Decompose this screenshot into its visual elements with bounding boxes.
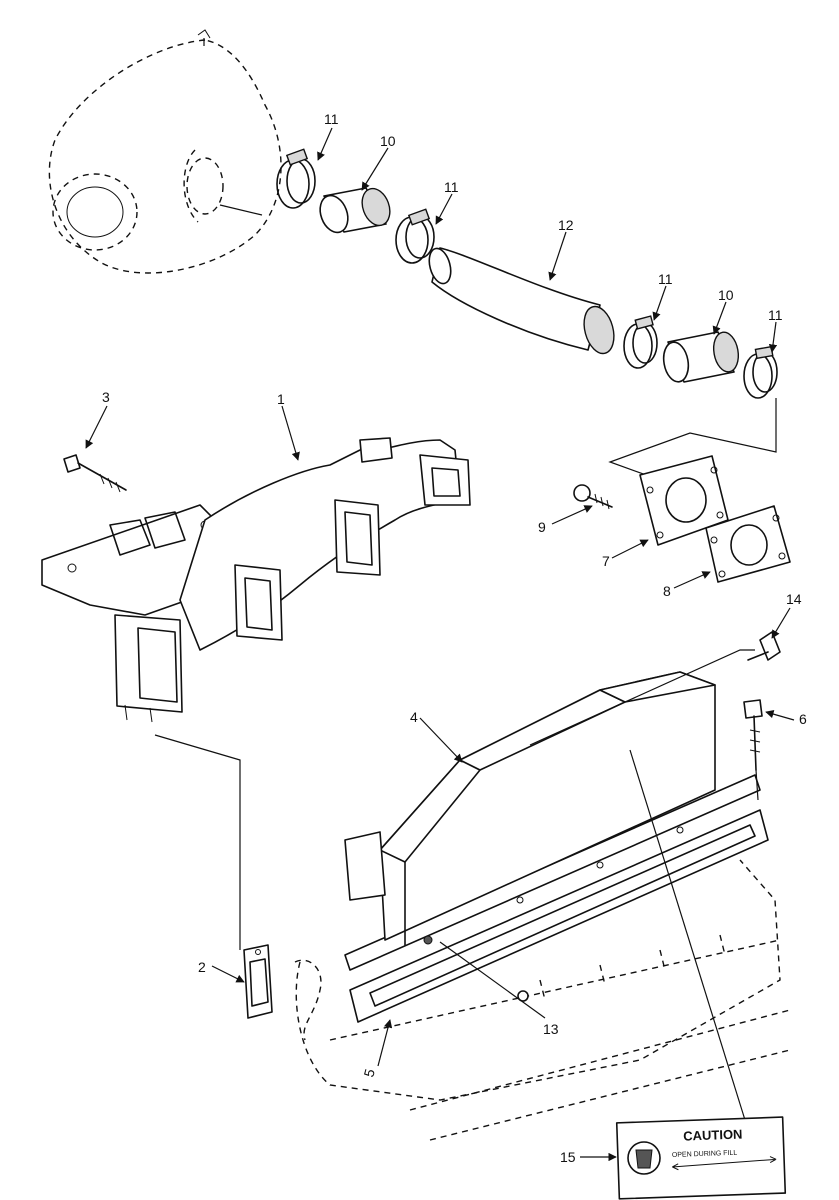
callout-9: 9 bbox=[538, 519, 546, 535]
manifold-gasket bbox=[243, 944, 273, 1019]
callout-8: 8 bbox=[663, 583, 671, 599]
decal-symbol bbox=[627, 1141, 661, 1175]
engine-block-outline bbox=[294, 859, 791, 1141]
decal-arrow bbox=[672, 1156, 777, 1171]
elbow-flange bbox=[639, 455, 729, 546]
hose-sleeve-2 bbox=[662, 331, 740, 383]
callout-1: 1 bbox=[277, 391, 285, 407]
hose-clamp-3 bbox=[623, 315, 658, 369]
capscrew-3 bbox=[63, 454, 127, 493]
caution-decal: CAUTION OPEN DURING FILL bbox=[615, 1116, 787, 1200]
capscrew-9 bbox=[573, 484, 613, 510]
callout-11-b: 11 bbox=[444, 179, 459, 195]
decal-caution-text: CAUTION bbox=[683, 1127, 743, 1144]
intake-manifold bbox=[344, 649, 761, 971]
callout-10-top: 10 bbox=[380, 133, 396, 149]
callout-12: 12 bbox=[558, 217, 574, 233]
intake-gasket bbox=[349, 809, 769, 1023]
callout-labels: 1 2 3 4 5 6 7 8 9 10 10 11 11 11 11 12 1… bbox=[102, 111, 807, 1165]
callout-4: 4 bbox=[410, 709, 418, 725]
callout-11-a: 11 bbox=[324, 111, 339, 127]
plug-13 bbox=[517, 990, 529, 1002]
callout-5: 5 bbox=[360, 1067, 378, 1079]
elbow-gasket bbox=[705, 505, 791, 583]
callout-10-right: 10 bbox=[718, 287, 734, 303]
callout-3: 3 bbox=[102, 389, 110, 405]
callout-7: 7 bbox=[602, 553, 610, 569]
callout-11-c: 11 bbox=[658, 271, 673, 287]
assembly-centerline-gasket bbox=[154, 734, 241, 950]
callout-11-d: 11 bbox=[768, 307, 783, 323]
callout-14: 14 bbox=[786, 591, 802, 607]
capscrew-6 bbox=[743, 699, 763, 801]
elbow-fitting-14 bbox=[747, 631, 781, 661]
hose-clamp-4 bbox=[743, 345, 778, 399]
leader-lines bbox=[85, 38, 795, 1162]
callout-2: 2 bbox=[198, 959, 206, 975]
callout-13: 13 bbox=[543, 1021, 559, 1037]
callout-15: 15 bbox=[560, 1149, 576, 1165]
hose-clamp-2 bbox=[395, 208, 435, 264]
callout-6: 6 bbox=[799, 711, 807, 727]
air-hose-long bbox=[428, 247, 615, 355]
exhaust-manifold bbox=[41, 437, 471, 723]
turbocharger-outline bbox=[48, 29, 282, 274]
hose-sleeve-1 bbox=[319, 187, 391, 234]
assembly-centerline-hose bbox=[608, 398, 777, 481]
hose-clamp-1 bbox=[276, 148, 316, 209]
decal-subtitle-text: OPEN DURING FILL bbox=[672, 1150, 738, 1159]
